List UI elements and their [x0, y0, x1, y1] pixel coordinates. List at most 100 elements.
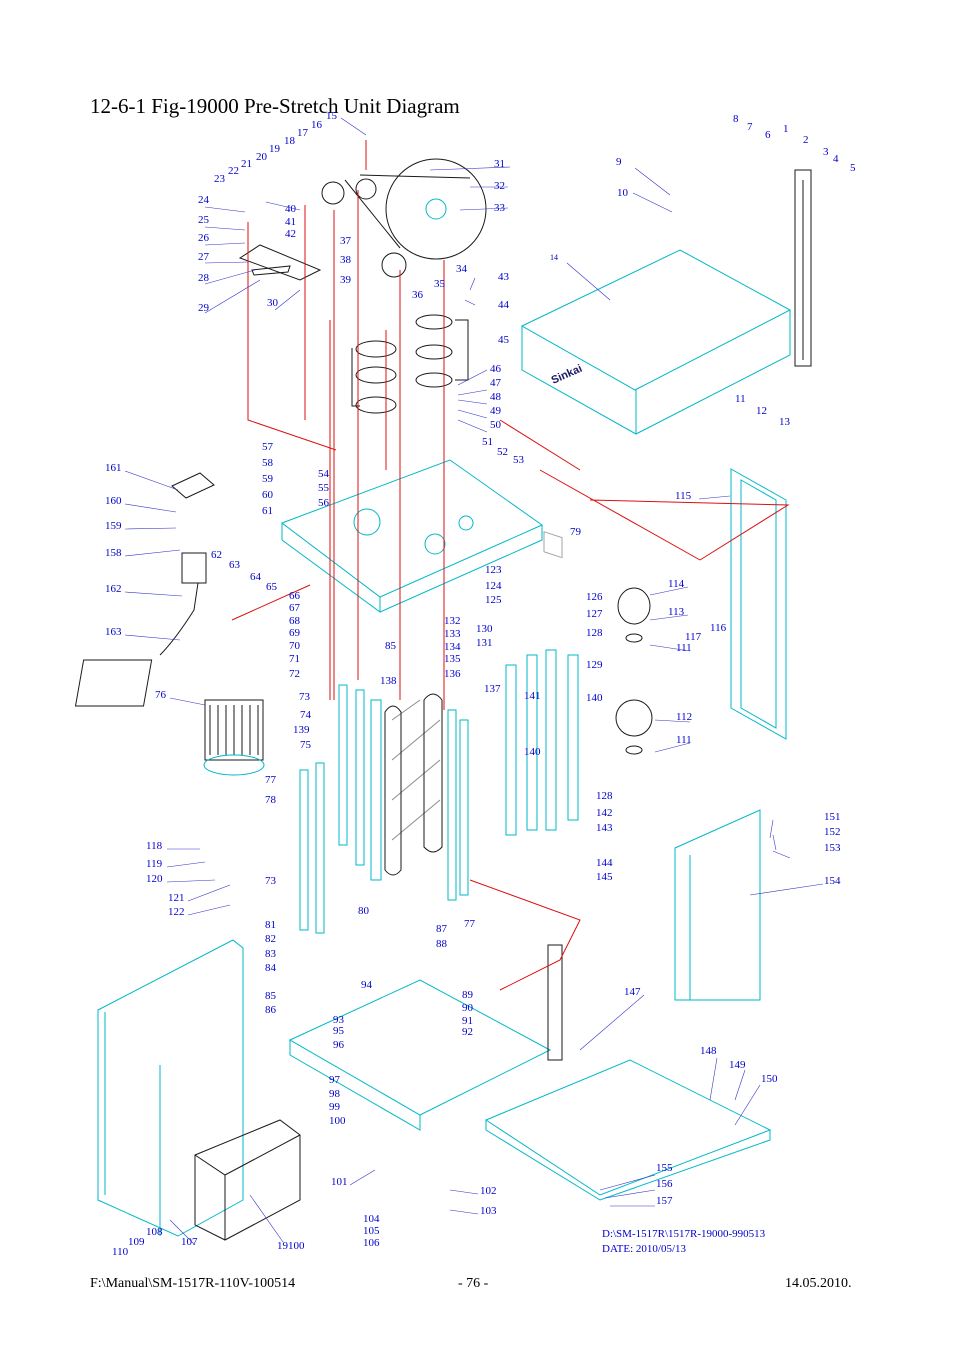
callout-80: 80: [358, 905, 370, 917]
callout-2: 2: [803, 134, 809, 146]
callout-21: 21: [241, 158, 252, 170]
callout-18: 18: [284, 135, 296, 147]
drawing-date: DATE: 2010/05/13: [602, 1243, 687, 1255]
callout-105: 105: [363, 1225, 380, 1237]
callout-16: 16: [311, 119, 323, 131]
callout-121: 121: [168, 892, 185, 904]
callout-23: 23: [214, 173, 226, 185]
callout-75: 75: [300, 739, 312, 751]
cover-logo-text: Sinkai: [550, 363, 584, 387]
callout-38: 38: [340, 254, 352, 266]
callout-145: 145: [596, 871, 613, 883]
callout-61: 61: [262, 505, 273, 517]
callout-7: 7: [747, 121, 753, 133]
callout-6: 6: [765, 129, 771, 141]
callout-87: 87: [436, 923, 448, 935]
callout-108: 108: [146, 1226, 163, 1238]
callout-41: 41: [285, 216, 296, 228]
callout-162: 162: [105, 583, 122, 595]
callout-69: 69: [289, 627, 301, 639]
callout-132: 132: [444, 615, 461, 627]
callout-76: 76: [155, 689, 167, 701]
callout-148: 148: [700, 1045, 717, 1057]
callout-labels: 1 2 3 4 5 6 7 8 9 10 11 12 13 14 15 16 1…: [105, 110, 856, 1258]
callout-73: 73: [299, 691, 311, 703]
callout-129: 129: [586, 659, 603, 671]
callout-159: 159: [105, 520, 122, 532]
callout-126: 126: [586, 591, 603, 603]
callout-84: 84: [265, 962, 277, 974]
callout-67: 67: [289, 602, 301, 614]
callout-154: 154: [824, 875, 841, 887]
callout-123: 123: [485, 564, 502, 576]
callout-13: 13: [779, 416, 791, 428]
callout-70: 70: [289, 640, 301, 652]
callout-134: 134: [444, 641, 461, 653]
callout-15: 15: [326, 110, 338, 122]
callout-149: 149: [729, 1059, 746, 1071]
callout-86: 86: [265, 1004, 277, 1016]
callout-35: 35: [434, 278, 446, 290]
callout-25: 25: [198, 214, 210, 226]
callout-24: 24: [198, 194, 210, 206]
callout-30: 30: [267, 297, 279, 309]
callout-40: 40: [285, 203, 297, 215]
callout-72: 72: [289, 668, 300, 680]
callout-118: 118: [146, 840, 163, 852]
callout-109: 109: [128, 1236, 145, 1248]
callout-78: 78: [265, 794, 277, 806]
callout-119: 119: [146, 858, 163, 870]
callout-77: 77: [265, 774, 277, 786]
callout-20: 20: [256, 151, 268, 163]
callout-43: 43: [498, 271, 510, 283]
callout-124: 124: [485, 580, 502, 592]
callout-117: 117: [685, 631, 702, 643]
callout-113: 113: [668, 606, 685, 618]
callout-100: 100: [329, 1115, 346, 1127]
callout-128b: 128: [596, 790, 613, 802]
footer-date: 14.05.2010.: [785, 1276, 852, 1291]
callout-58: 58: [262, 457, 274, 469]
callout-85b: 85: [265, 990, 277, 1002]
callout-81: 81: [265, 919, 276, 931]
callout-9: 9: [616, 156, 622, 168]
callout-37: 37: [340, 235, 352, 247]
leader-lines: [124, 117, 824, 1246]
callout-153: 153: [824, 842, 841, 854]
callout-151: 151: [824, 811, 841, 823]
callout-29: 29: [198, 302, 210, 314]
callout-33: 33: [494, 202, 506, 214]
callout-161: 161: [105, 462, 122, 474]
callout-111a: 111: [676, 642, 692, 654]
callout-77b: 77: [464, 918, 476, 930]
callout-141: 141: [524, 690, 541, 702]
callout-57: 57: [262, 441, 274, 453]
callout-94: 94: [361, 979, 373, 991]
callout-39: 39: [340, 274, 352, 286]
callout-79: 79: [570, 526, 582, 538]
callout-27: 27: [198, 251, 210, 263]
callout-42: 42: [285, 228, 296, 240]
callout-1: 1: [783, 123, 789, 135]
callout-139: 139: [293, 724, 310, 736]
callout-59: 59: [262, 473, 274, 485]
footer-file-path: F:\Manual\SM-1517R-110V-100514: [90, 1276, 296, 1291]
callout-47: 47: [490, 377, 502, 389]
callout-97: 97: [329, 1074, 341, 1086]
callout-104: 104: [363, 1213, 380, 1225]
callout-83: 83: [265, 948, 277, 960]
callout-107: 107: [181, 1236, 198, 1248]
callout-152: 152: [824, 826, 841, 838]
callout-68: 68: [289, 615, 301, 627]
callout-5: 5: [850, 162, 856, 174]
callout-45: 45: [498, 334, 510, 346]
callout-111b: 111: [676, 734, 692, 746]
callout-102: 102: [480, 1185, 497, 1197]
callout-8: 8: [733, 113, 739, 125]
callout-90: 90: [462, 1002, 474, 1014]
callout-96: 96: [333, 1039, 345, 1051]
callout-52: 52: [497, 446, 508, 458]
callout-93: 93: [333, 1014, 345, 1026]
callout-54: 54: [318, 468, 330, 480]
callout-127: 127: [586, 608, 603, 620]
